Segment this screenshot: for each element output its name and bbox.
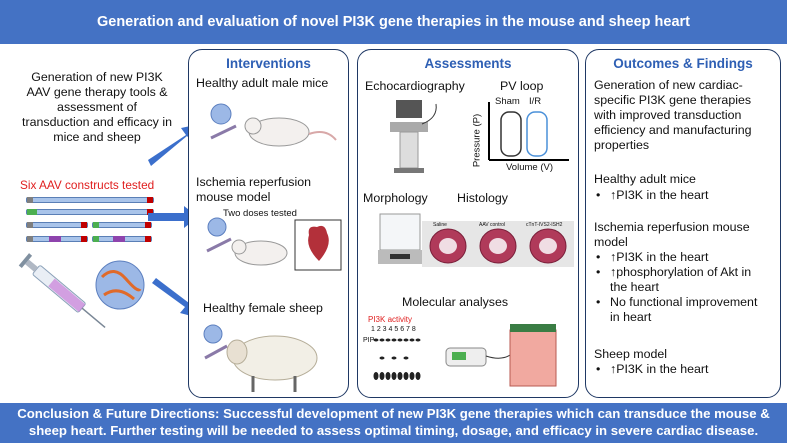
intervention-sheep: Healthy female sheep [203, 301, 323, 315]
arrow-to-sheep-icon [152, 278, 199, 318]
healthy-mice-findings: ↑PI3K in the heart [594, 188, 774, 203]
finding-item: ↑PI3K in the heart [594, 188, 774, 203]
finding-item: No functional improvement in heart [594, 295, 770, 325]
conclusion-banner: Conclusion & Future Directions: Successf… [0, 403, 787, 443]
constructs-label: Six AAV constructs tested [20, 178, 155, 192]
intervention-ir-model: Ischemia reperfusion mouse model [196, 175, 312, 204]
intro-text: Generation of new PI3K AAV gene therapy … [22, 70, 172, 144]
finding-item: ↑PI3K in the heart [594, 250, 770, 265]
pv-loop-label: PV loop [500, 79, 544, 93]
echocardiography-label: Echocardiography [365, 79, 465, 93]
construct-1 [26, 197, 154, 203]
outcomes-title: Outcomes & Findings [613, 56, 753, 71]
arrow-to-mice-icon [148, 124, 200, 166]
conclusion-text: Conclusion & Future Directions: Successf… [17, 406, 770, 438]
lane-numbers: 1 2 3 4 5 6 7 8 [371, 326, 416, 333]
ir-model-findings: ↑PI3K in the heart ↑phosphorylation of A… [594, 250, 770, 325]
intervention-ir-doses: Two doses tested [223, 208, 297, 219]
hist-label-aav: AAV control [479, 222, 506, 228]
intervention-healthy-mice: Healthy adult male mice [196, 76, 329, 90]
mouse-icon [210, 103, 337, 147]
hist-label-saline: Saline [433, 222, 447, 228]
pi3k-activity-label: PI3K activity [368, 315, 413, 324]
outcomes-summary: Generation of new cardiac-specific PI3K … [594, 78, 752, 152]
histology-sections [429, 228, 567, 264]
hist-label-ctnt: cTnT-IVS2-ISH2 [526, 222, 563, 228]
molecular-label: Molecular analyses [402, 295, 509, 309]
interventions-title: Interventions [226, 56, 311, 71]
sheep-icon [203, 324, 318, 392]
echo-machine-icon [390, 100, 437, 173]
construct-3 [26, 222, 88, 228]
pv-loop-chart [488, 102, 569, 161]
pip-label: PIP [363, 337, 375, 344]
arrow-to-ir-icon [148, 206, 198, 228]
pv-sham-label: Sham [495, 96, 520, 107]
pi3k-blot [373, 338, 421, 380]
histology-label: Histology [457, 191, 508, 205]
healthy-mice-heading: Healthy adult mice [594, 172, 696, 186]
electrophoresis-equipment-icon [445, 324, 557, 387]
interventions-panel: Interventions Healthy adult male mice Is… [188, 49, 349, 398]
construct-2 [26, 209, 154, 215]
sheep-model-heading: Sheep model [594, 347, 668, 361]
finding-item: ↑phosphorylation of Akt in the heart [594, 265, 770, 295]
balance-scale-icon [378, 213, 422, 264]
pv-xlabel: Volume (V) [506, 162, 553, 173]
ir-mouse-heart-icon [206, 217, 342, 271]
header-banner: Generation and evaluation of novel PI3K … [0, 0, 787, 44]
pv-ir-label: I/R [529, 96, 542, 107]
page-title: Generation and evaluation of novel PI3K … [96, 14, 691, 30]
construct-5 [26, 236, 88, 242]
syringe-virus-illustration [18, 253, 145, 329]
outcomes-panel: Outcomes & Findings Generation of new ca… [585, 49, 781, 398]
construct-4 [92, 222, 152, 228]
finding-item: ↑PI3K in the heart [594, 362, 770, 377]
morphology-label: Morphology [363, 191, 428, 205]
pv-ylabel: Pressure (P) [471, 113, 483, 168]
ir-model-heading: Ischemia reperfusion mouse model [594, 220, 750, 249]
assessments-title: Assessments [424, 56, 512, 71]
construct-6 [92, 236, 152, 242]
assessments-panel: Assessments Echocardiography PV loop Pre… [357, 49, 579, 398]
sheep-model-findings: ↑PI3K in the heart [594, 362, 770, 377]
